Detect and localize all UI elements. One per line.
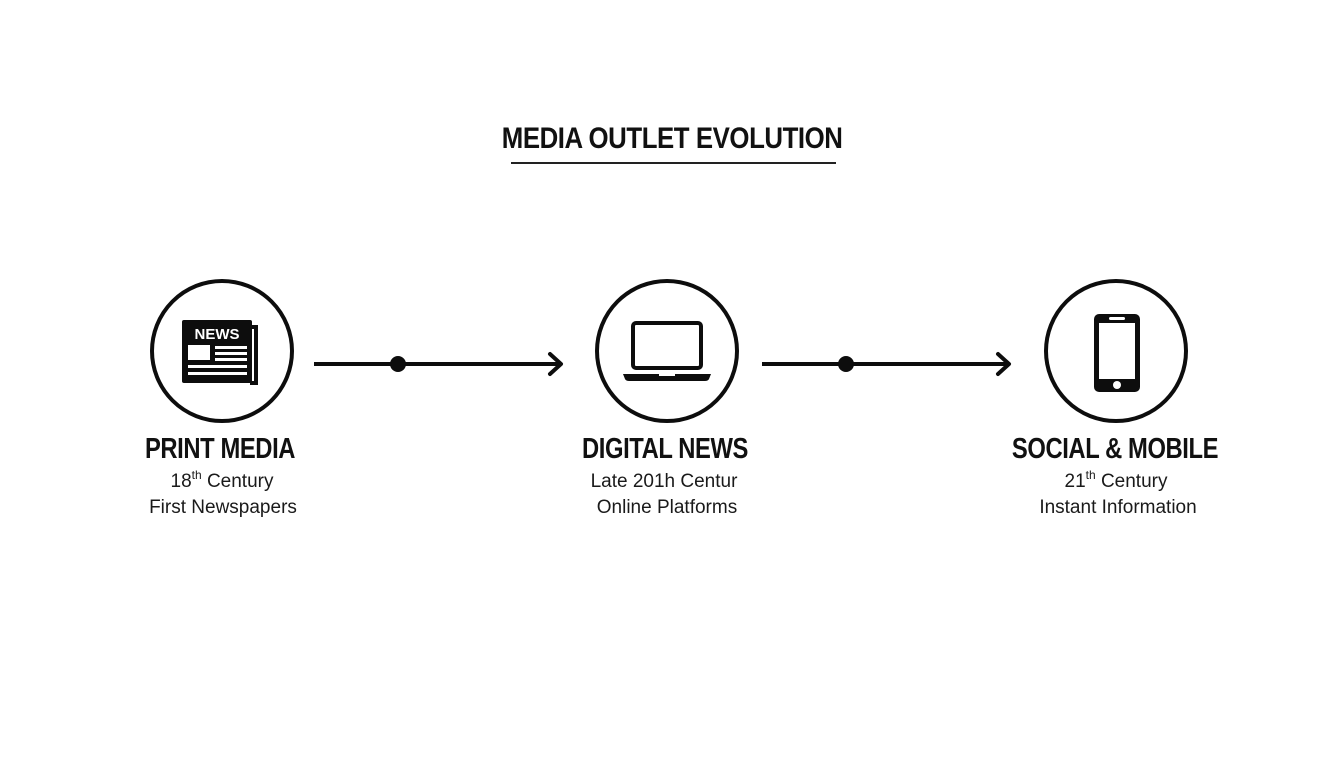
stage-circle [595,279,739,423]
stage-era: 21th Century [1064,468,1168,492]
arrow-connector [314,352,564,376]
smartphone-icon [1094,314,1140,392]
laptop-icon [623,321,711,381]
stage-era: Late 201h Centur [590,471,738,492]
stage-description: Online Platforms [596,497,738,518]
stage-heading: PRINT MEDIA [144,433,296,465]
arrow-connector [762,352,1012,376]
stage-heading: DIGITAL NEWS [582,433,748,465]
stage-circle: NEWS [150,279,294,423]
newspaper-icon: NEWS [182,320,258,385]
stage-description: Instant Information [1039,497,1197,518]
svg-text:NEWS: NEWS [195,326,240,343]
stage-circle [1044,279,1188,423]
diagram-title: MEDIA OUTLET EVOLUTION [501,122,843,155]
title-underline [511,162,836,164]
stage-description: First Newspapers [149,497,297,518]
stage-heading: SOCIAL & MOBILE [1011,433,1219,465]
arrow-right-icon [314,352,563,376]
arrow-right-icon [762,352,1011,376]
stage-era: 18th Century [170,468,274,492]
